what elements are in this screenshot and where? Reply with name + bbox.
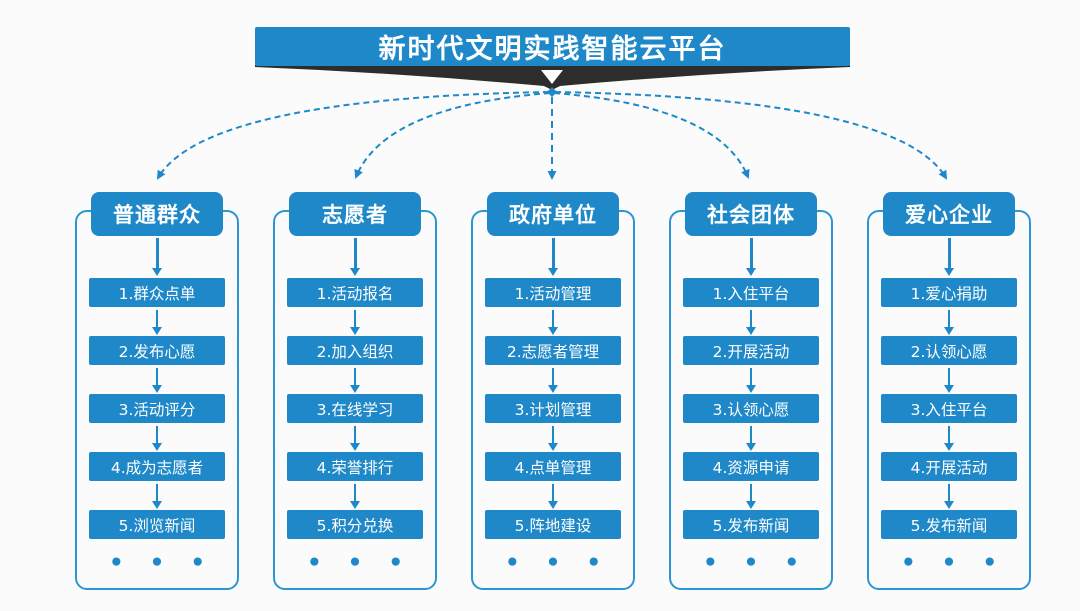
down-arrow-icon (947, 310, 951, 327)
step-box: 1.群众点单 (89, 278, 225, 307)
step-box: 5.发布新闻 (683, 510, 819, 539)
ellipsis-dots: • • • (504, 550, 611, 576)
step-box: 4.成为志愿者 (89, 452, 225, 481)
dashed-connector-to-social-groups (553, 92, 750, 179)
column-header: 普通群众 (91, 192, 223, 236)
step-box: 3.认领心愿 (683, 394, 819, 423)
down-arrow-icon (353, 426, 357, 443)
down-arrow-icon (155, 368, 159, 385)
step-flow: 1.群众点单 2.发布心愿 3.活动评分 4.成为志愿者 5.浏览新闻 • • … (77, 236, 237, 575)
step-box: 2.志愿者管理 (485, 336, 621, 365)
down-arrow-icon (947, 484, 951, 501)
dashed-connector-to-charity-enterprises (554, 91, 948, 180)
step-box: 4.资源申请 (683, 452, 819, 481)
column-header: 志愿者 (289, 192, 421, 236)
step-box: 2.认领心愿 (881, 336, 1017, 365)
step-box: 3.在线学习 (287, 394, 423, 423)
dashed-connector-to-volunteers (354, 92, 551, 179)
down-arrow-icon (947, 368, 951, 385)
down-arrow-icon (749, 368, 753, 385)
step-box: 3.入住平台 (881, 394, 1017, 423)
step-flow: 1.活动管理 2.志愿者管理 3.计划管理 4.点单管理 5.阵地建设 • • … (473, 236, 633, 575)
down-arrow-icon (155, 426, 159, 443)
down-arrow-icon (947, 426, 951, 443)
down-arrow-icon (551, 238, 555, 268)
down-arrow-icon (551, 426, 555, 443)
step-box: 2.加入组织 (287, 336, 423, 365)
connector-origin-icon (547, 87, 557, 97)
column-government-units: 政府单位 1.活动管理 2.志愿者管理 3.计划管理 4.点单管理 5.阵地建设… (471, 192, 635, 590)
step-box: 1.爱心捐助 (881, 278, 1017, 307)
ellipsis-dots: • • • (108, 550, 215, 576)
step-flow: 1.活动报名 2.加入组织 3.在线学习 4.荣誉排行 5.积分兑换 • • • (275, 236, 435, 575)
step-box: 4.点单管理 (485, 452, 621, 481)
step-box: 5.发布新闻 (881, 510, 1017, 539)
platform-title-banner: 新时代文明实践智能云平台 (255, 27, 850, 66)
dashed-connector-to-general-public (156, 91, 550, 180)
step-box: 3.计划管理 (485, 394, 621, 423)
step-flow: 1.爱心捐助 2.认领心愿 3.入住平台 4.开展活动 5.发布新闻 • • • (869, 236, 1029, 575)
down-arrow-icon (155, 238, 159, 268)
down-arrow-icon (749, 310, 753, 327)
step-box: 1.活动报名 (287, 278, 423, 307)
down-arrow-icon (353, 310, 357, 327)
step-box: 3.活动评分 (89, 394, 225, 423)
column-general-public: 普通群众 1.群众点单 2.发布心愿 3.活动评分 4.成为志愿者 5.浏览新闻… (75, 192, 239, 590)
column-charity-enterprises: 爱心企业 1.爱心捐助 2.认领心愿 3.入住平台 4.开展活动 5.发布新闻 … (867, 192, 1031, 590)
ellipsis-dots: • • • (702, 550, 809, 576)
ellipsis-dots: • • • (306, 550, 413, 576)
step-box: 4.开展活动 (881, 452, 1017, 481)
down-arrow-icon (353, 484, 357, 501)
column-header: 政府单位 (487, 192, 619, 236)
step-box: 4.荣誉排行 (287, 452, 423, 481)
ellipsis-dots: • • • (900, 550, 1007, 576)
column-social-groups: 社会团体 1.入住平台 2.开展活动 3.认领心愿 4.资源申请 5.发布新闻 … (669, 192, 833, 590)
step-box: 2.开展活动 (683, 336, 819, 365)
down-arrow-icon (749, 426, 753, 443)
step-box: 5.浏览新闻 (89, 510, 225, 539)
down-arrow-icon (947, 238, 951, 268)
step-flow: 1.入住平台 2.开展活动 3.认领心愿 4.资源申请 5.发布新闻 • • • (671, 236, 831, 575)
column-header: 爱心企业 (883, 192, 1015, 236)
down-arrow-icon (551, 368, 555, 385)
step-box: 5.积分兑换 (287, 510, 423, 539)
down-arrow-icon (749, 238, 753, 268)
column-volunteers: 志愿者 1.活动报名 2.加入组织 3.在线学习 4.荣誉排行 5.积分兑换 •… (273, 192, 437, 590)
step-box: 2.发布心愿 (89, 336, 225, 365)
column-header: 社会团体 (685, 192, 817, 236)
down-arrow-icon (155, 484, 159, 501)
platform-title: 新时代文明实践智能云平台 (378, 34, 727, 65)
down-arrow-icon (155, 310, 159, 327)
down-arrow-icon (353, 368, 357, 385)
down-arrow-icon (551, 310, 555, 327)
banner-down-arrow-icon (541, 70, 563, 84)
step-box: 1.活动管理 (485, 278, 621, 307)
step-box: 1.入住平台 (683, 278, 819, 307)
down-arrow-icon (749, 484, 753, 501)
down-arrow-icon (353, 238, 357, 268)
down-arrow-icon (551, 484, 555, 501)
step-box: 5.阵地建设 (485, 510, 621, 539)
